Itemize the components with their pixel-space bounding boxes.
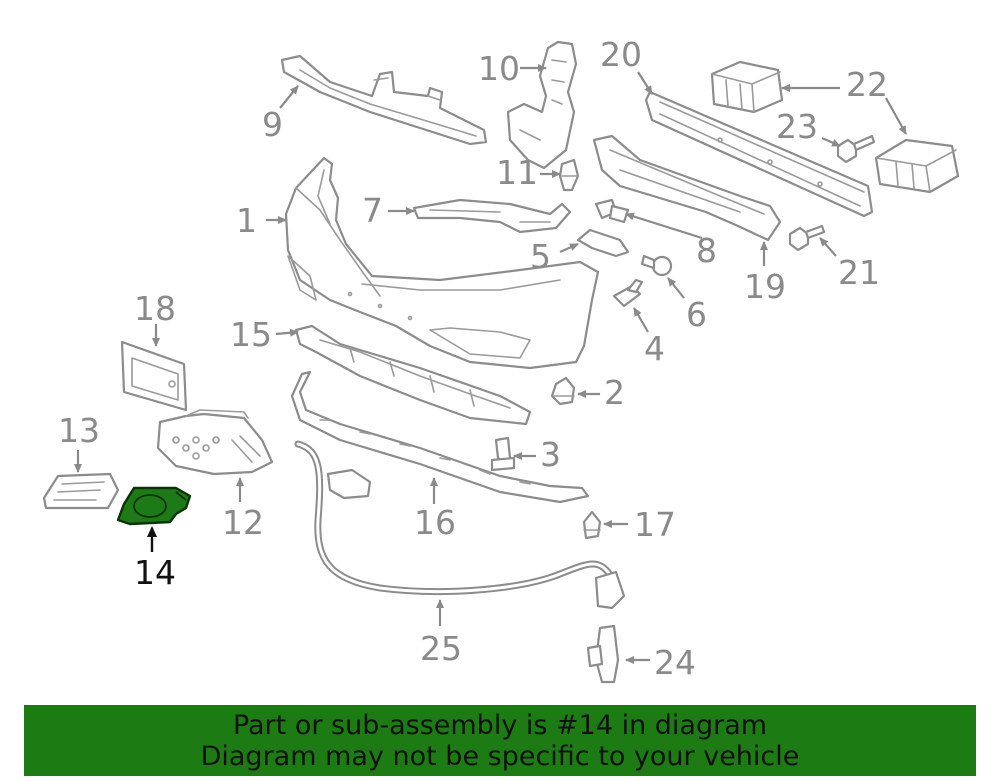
part-13-trim-cover [42,472,120,510]
callout-15: 15 [230,315,272,354]
callout-7: 7 [362,191,383,230]
callout-12: 12 [222,503,264,542]
callout-23: 23 [776,107,818,146]
callout-10: 10 [478,49,520,88]
callout-25: 25 [420,629,462,668]
part-9-upper-bracket [280,54,488,146]
callout-8: 8 [696,231,717,270]
part-25-wiring-harness [294,440,626,610]
part-20-reinforcement-beam [644,90,874,218]
callout-6: 6 [686,295,707,334]
callout-24: 24 [654,643,696,682]
callout-2: 2 [604,373,625,412]
part-12-fog-grille [156,409,274,476]
part-16-lower-lip [290,370,590,504]
callout-20: 20 [600,35,642,74]
callout-18: 18 [134,289,176,328]
callout-labels: 1 2 3 4 5 6 7 8 9 10 11 12 13 14 15 16 1… [58,35,888,682]
callout-19: 19 [744,267,786,306]
part-18-plate-bracket [120,340,188,412]
leader-lines [74,64,907,664]
callout-17: 17 [634,505,676,544]
part-24-sensor [586,624,620,684]
part-22-absorber-upper [710,60,784,114]
callout-1: 1 [236,201,257,240]
callout-4: 4 [644,329,665,368]
parts-diagram: 1 2 3 4 5 6 7 8 9 10 11 12 13 14 15 16 1… [42,35,960,684]
part-19-lower-beam [592,134,782,242]
part-11-clip [558,158,580,192]
callout-22: 22 [846,65,888,104]
callout-5: 5 [530,237,551,276]
part-14-fog-cover-highlighted [116,486,192,526]
notice-line-2: Diagram may not be specific to your vehi… [200,741,800,772]
callout-16: 16 [414,503,456,542]
part-2-clip [550,376,576,406]
part-23-bolt [836,134,876,164]
callout-3: 3 [540,435,561,474]
callout-11: 11 [496,153,538,192]
part-21-bolt [788,224,826,252]
part-6-screw [640,254,673,277]
callout-9: 9 [262,105,283,144]
notice-line-1: Part or sub-assembly is #14 in diagram [232,710,768,741]
part-17-clip [582,510,602,540]
part-1-bumper-cover [284,156,600,370]
callout-13: 13 [58,411,100,450]
callout-21: 21 [838,253,880,292]
callout-14-highlighted: 14 [134,553,176,592]
part-5-bracket [576,228,630,258]
part-8-bolt [594,198,630,224]
part-4-clip [612,278,644,308]
part-22-absorber-lower [874,138,960,194]
part-10-side-bracket [506,40,578,170]
part-3-bolt [490,436,516,472]
part-15-lower-absorber [294,324,532,426]
part-7-bracket [412,198,572,234]
notice-banner: Part or sub-assembly is #14 in diagram D… [24,705,976,776]
